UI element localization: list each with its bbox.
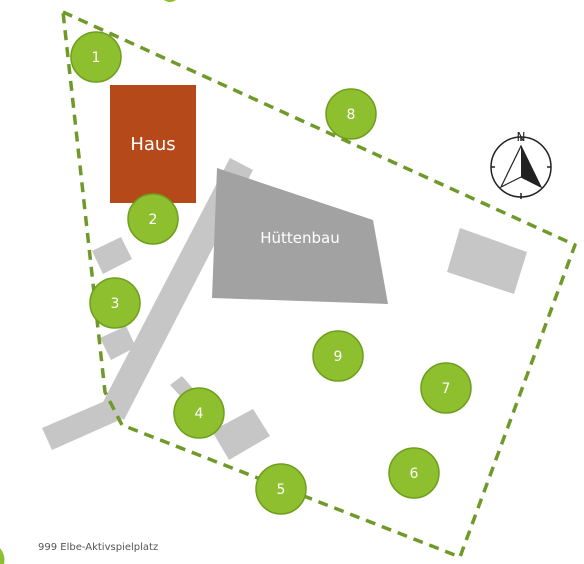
haus-label: Haus: [130, 134, 175, 155]
edge-decoration: [0, 548, 5, 564]
marker-3-label: 3: [111, 296, 120, 312]
marker-4-label: 4: [195, 406, 204, 422]
shed-2: [100, 326, 136, 360]
compass-icon: N: [490, 130, 552, 199]
marker-2[interactable]: 2: [127, 193, 179, 245]
marker-2-label: 2: [149, 212, 158, 228]
huettenbau-area: [212, 168, 388, 304]
marker-7-label: 7: [442, 381, 451, 397]
shed-4: [447, 228, 527, 294]
marker-5-label: 5: [277, 482, 286, 498]
marker-1[interactable]: 1: [70, 31, 122, 83]
haus-building: [110, 85, 196, 203]
shed-1: [92, 237, 132, 274]
marker-7[interactable]: 7: [420, 362, 472, 414]
huettenbau-label: Hüttenbau: [260, 229, 340, 247]
marker-8-label: 8: [347, 107, 356, 123]
marker-8[interactable]: 8: [325, 88, 377, 140]
marker-5[interactable]: 5: [255, 463, 307, 515]
marker-6-label: 6: [410, 466, 419, 482]
marker-3[interactable]: 3: [89, 277, 141, 329]
marker-4[interactable]: 4: [173, 387, 225, 439]
marker-6[interactable]: 6: [388, 447, 440, 499]
shed-3: [212, 409, 270, 460]
marker-1-label: 1: [92, 50, 101, 66]
footer-caption: 999 Elbe-Aktivspielplatz: [38, 542, 159, 553]
marker-9[interactable]: 9: [312, 330, 364, 382]
offscreen-marker: [164, 0, 176, 2]
compass-north-label: N: [517, 130, 526, 144]
path-entrance: [42, 398, 124, 450]
marker-9-label: 9: [334, 349, 343, 365]
